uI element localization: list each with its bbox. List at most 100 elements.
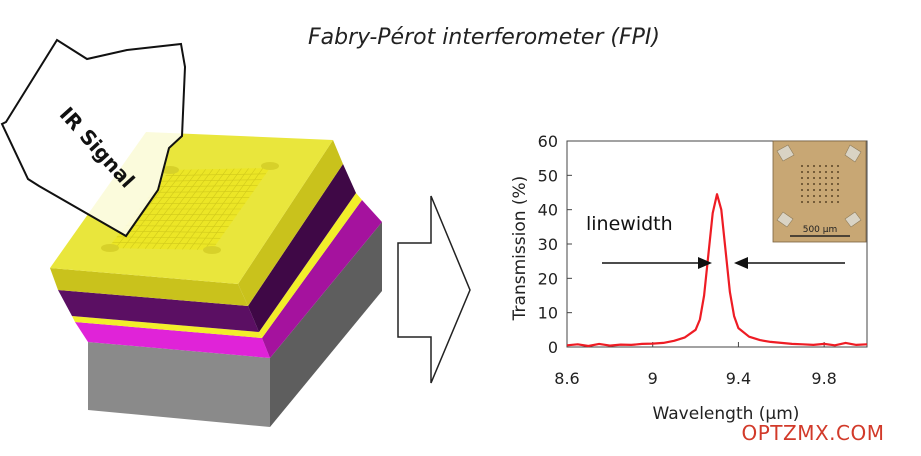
- inset-dot: [837, 201, 839, 203]
- inset-pad-top-left: [776, 144, 795, 162]
- inset-dot: [807, 165, 809, 167]
- mirror-grid-line: [112, 242, 217, 245]
- inset-dot: [837, 177, 839, 179]
- mirror-grid-line: [116, 236, 221, 239]
- y-tick-label: 0: [548, 338, 558, 357]
- y-tick-label: 40: [538, 201, 558, 220]
- inset-dot-array: [801, 165, 839, 203]
- inset-dot: [801, 165, 803, 167]
- substrate-side-face: [270, 222, 382, 427]
- device-micrograph-inset: 500 µm: [772, 140, 867, 243]
- x-axis-ticks: 8.6 9 9.4 9.8: [554, 342, 837, 388]
- purple-layer-front: [58, 290, 259, 332]
- magenta-layer-side: [262, 200, 382, 358]
- inset-dot: [825, 195, 827, 197]
- inset-dot: [825, 189, 827, 191]
- mirror-grid-line: [125, 225, 229, 227]
- inset-dot: [813, 177, 815, 179]
- anchor-bottom-right: [203, 246, 221, 254]
- inset-dot: [801, 189, 803, 191]
- y-tick-label: 60: [538, 132, 558, 151]
- inset-dot: [807, 177, 809, 179]
- inset-pad-bottom-left: [776, 211, 794, 228]
- inset-dot: [831, 183, 833, 185]
- x-tick-label: 9.4: [726, 369, 751, 388]
- x-tick-label: 9.8: [811, 369, 836, 388]
- mirror-grid-line: [189, 168, 249, 250]
- anchor-top-left: [161, 166, 179, 174]
- anchor-top-right: [261, 162, 279, 170]
- inset-dot: [837, 171, 839, 173]
- mirror-grid-line: [130, 219, 233, 222]
- inset-dot: [831, 171, 833, 173]
- ir-signal-arrow: IR Signal: [0, 38, 187, 238]
- x-axis-label: Wavelength (µm): [653, 404, 800, 424]
- mirror-grid-pattern: [112, 167, 266, 251]
- inset-dot: [807, 183, 809, 185]
- inset-dot: [807, 189, 809, 191]
- thin-yellow-layer-side: [259, 193, 362, 338]
- mirror-grid-line: [204, 167, 264, 251]
- inset-dot: [819, 195, 821, 197]
- inset-dot: [837, 165, 839, 167]
- inset-dot: [801, 171, 803, 173]
- inset-pad-bottom-right: [844, 211, 862, 228]
- y-tick-label: 10: [538, 304, 558, 323]
- inset-dot: [819, 171, 821, 173]
- inset-scale-label: 500 µm: [803, 225, 838, 235]
- watermark-text: OPTZMX.COM: [742, 421, 885, 445]
- inset-dot: [831, 195, 833, 197]
- inset-dot: [813, 195, 815, 197]
- inset-dot: [807, 171, 809, 173]
- inset-dot: [831, 189, 833, 191]
- inset-dot: [819, 165, 821, 167]
- thin-yellow-layer-front: [72, 316, 262, 338]
- x-tick-label: 8.6: [554, 369, 579, 388]
- top-membrane-side: [238, 140, 343, 306]
- inset-dot: [831, 177, 833, 179]
- magenta-layer-front: [75, 322, 270, 358]
- inset-dot: [801, 183, 803, 185]
- linewidth-label: linewidth: [586, 213, 673, 235]
- y-tick-label: 30: [538, 235, 558, 254]
- y-axis-label: Transmission (%): [510, 176, 530, 322]
- inset-dot: [801, 195, 803, 197]
- inset-pad-top-right: [844, 144, 862, 163]
- inset-dot: [819, 177, 821, 179]
- mirror-grid-line: [196, 168, 256, 250]
- linewidth-arrow-right: [734, 257, 845, 269]
- inset-dot: [807, 201, 809, 203]
- ir-arrow-shape: [0, 38, 187, 238]
- inset-dot: [837, 189, 839, 191]
- mirror-grid-line: [121, 230, 225, 233]
- inset-dot: [819, 201, 821, 203]
- inset-dot: [801, 177, 803, 179]
- y-axis-ticks: 0 10 20 30 40 50 60: [538, 132, 572, 357]
- inset-dot: [825, 201, 827, 203]
- inset-dot: [813, 189, 815, 191]
- anchor-bottom-left: [101, 244, 119, 252]
- inset-dot: [825, 171, 827, 173]
- y-tick-label: 50: [538, 166, 558, 185]
- inset-dot: [813, 201, 815, 203]
- inset-dot: [807, 195, 809, 197]
- mirror-grid-line: [167, 168, 228, 250]
- inset-dot: [825, 183, 827, 185]
- x-tick-label: 9: [648, 369, 658, 388]
- inset-dot: [825, 177, 827, 179]
- figure-title: Fabry-Pérot interferometer (FPI): [308, 25, 660, 50]
- transition-arrow: [397, 195, 471, 384]
- inset-dot: [813, 165, 815, 167]
- y-tick-label: 20: [538, 269, 558, 288]
- inset-dot: [831, 201, 833, 203]
- inset-dot: [813, 183, 815, 185]
- substrate-front-face: [88, 342, 270, 427]
- inset-dot: [831, 165, 833, 167]
- top-membrane-front: [50, 268, 248, 306]
- mirror-grid-line: [182, 168, 242, 250]
- inset-dot: [837, 183, 839, 185]
- inset-dot: [819, 183, 821, 185]
- purple-layer-side: [248, 164, 356, 332]
- mirror-grid-line: [174, 168, 235, 250]
